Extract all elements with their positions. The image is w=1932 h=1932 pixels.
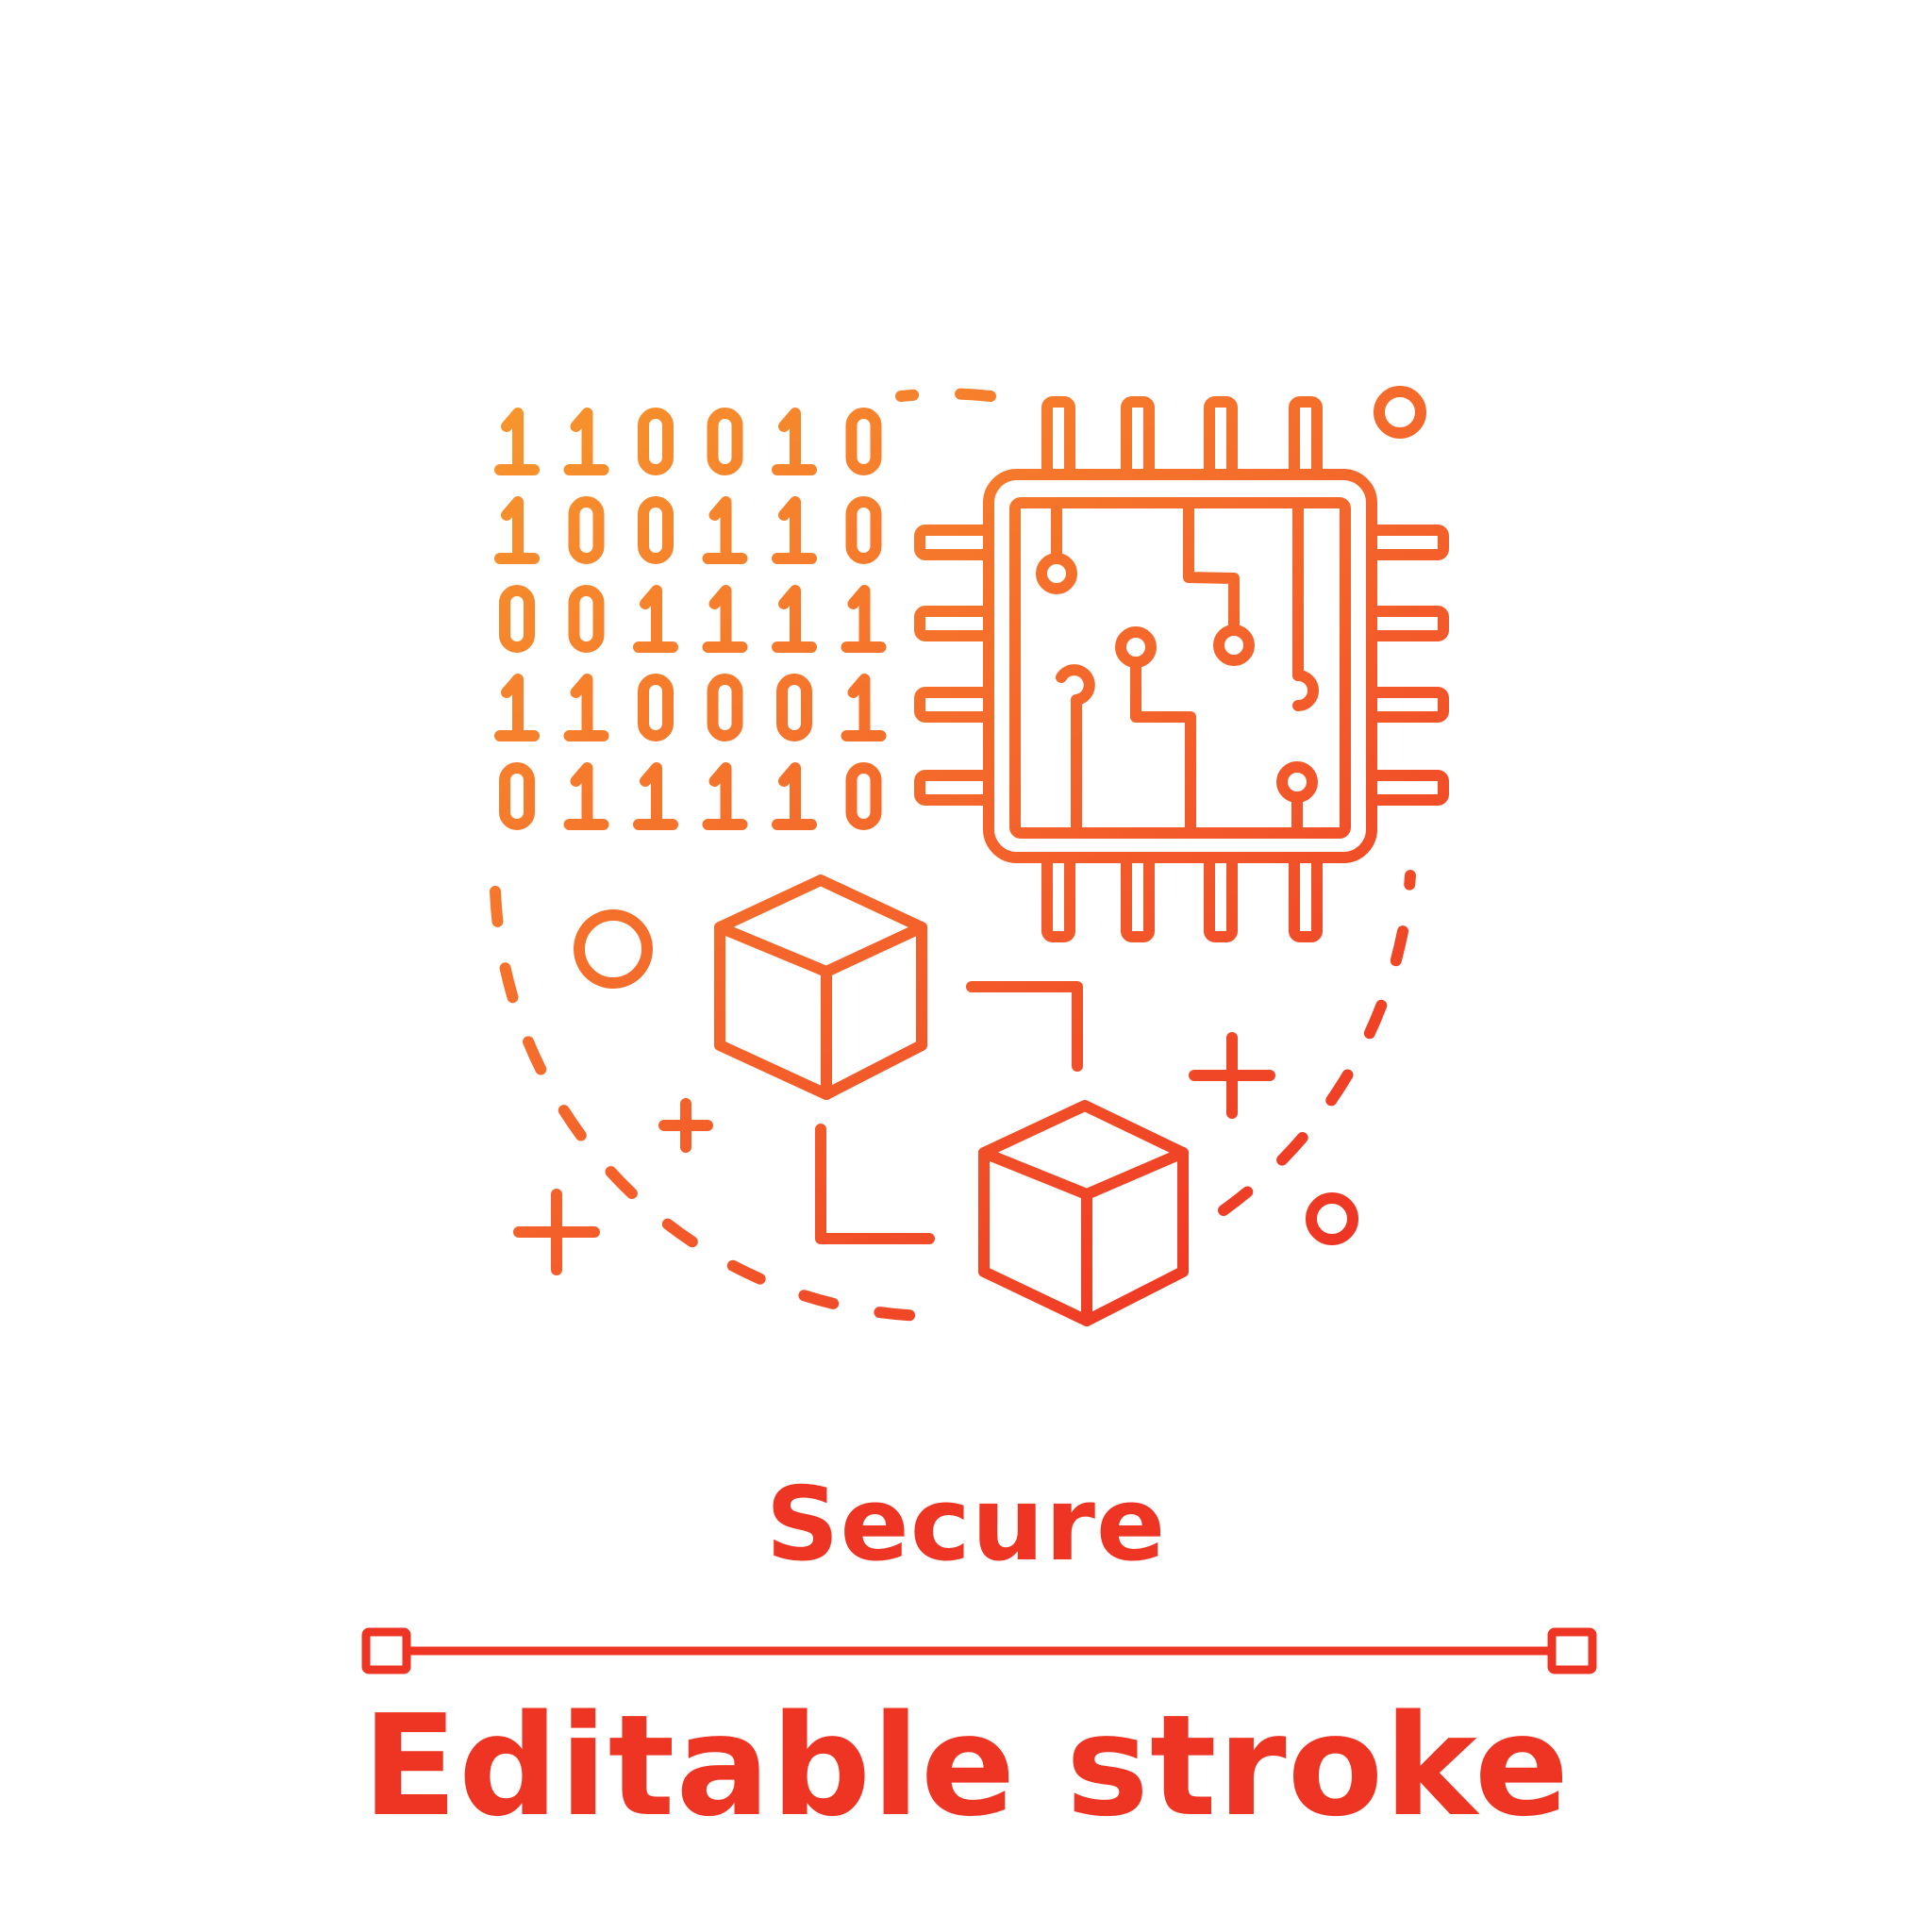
binary-digit-one [563,408,609,475]
binary-digit-zero [638,496,674,564]
decor-plus-bottom-left [513,1189,600,1275]
binary-code-block: 110010 100110 001111 110001 011110 [494,408,887,830]
binary-digit-zero [707,408,743,475]
binary-digit-zero [568,585,605,653]
binary-digit-one [841,585,887,653]
binary-row: 001111 [499,585,887,653]
editable-stroke-line [361,1627,1597,1674]
block-cube-top [714,874,927,1100]
binary-row: 011110 [499,762,882,830]
binary-digit-one [772,585,817,653]
stroke-handle-right [1547,1627,1597,1674]
decor-plus-small [658,1098,713,1153]
binary-digit-one [702,585,748,653]
binary-row: 110001 [494,674,887,741]
binary-digit-zero [845,762,882,830]
binary-digit-zero [638,408,674,475]
binary-digit-one [633,585,678,653]
binary-row: 110010 [494,408,882,475]
dashed-arc [490,388,1416,1323]
binary-digit-zero [568,496,605,564]
microchip-icon [914,396,1449,942]
microchip-blockchain-icon: 110010 100110 001111 110001 011110 [490,386,1449,1326]
binary-digit-one [563,762,609,830]
binary-digit-one [772,762,817,830]
decor-circle-small-bottom-right [1306,1192,1358,1245]
binary-digit-zero [845,496,882,564]
binary-digit-zero [499,762,535,830]
binary-digit-one [494,408,540,475]
binary-digit-one [633,762,678,830]
stroke-handle-left [361,1627,411,1674]
decor-plus-right [1189,1032,1275,1119]
block-cube-bottom [978,1100,1189,1326]
binary-digit-zero [638,674,674,741]
caption-title: Secure [765,1466,1167,1584]
binary-digit-one [841,674,887,741]
binary-digit-one [702,762,748,830]
binary-digit-zero [776,674,812,741]
caption-subtitle: Editable stroke [361,1685,1571,1847]
binary-digit-zero [499,585,535,653]
binary-digit-zero [707,674,743,741]
binary-digit-one [494,496,540,564]
block-connector-top [966,981,1083,1072]
binary-digit-zero [845,408,882,475]
decor-circle-left [574,909,653,989]
binary-digit-one [563,674,609,741]
binary-digit-one [702,496,748,564]
binary-row: 100110 [494,496,882,564]
binary-digit-one [772,408,817,475]
block-connector-bottom [815,1124,935,1244]
binary-digit-one [772,496,817,564]
binary-digit-one [494,674,540,741]
decor-circle-small-top-right [1374,386,1426,439]
